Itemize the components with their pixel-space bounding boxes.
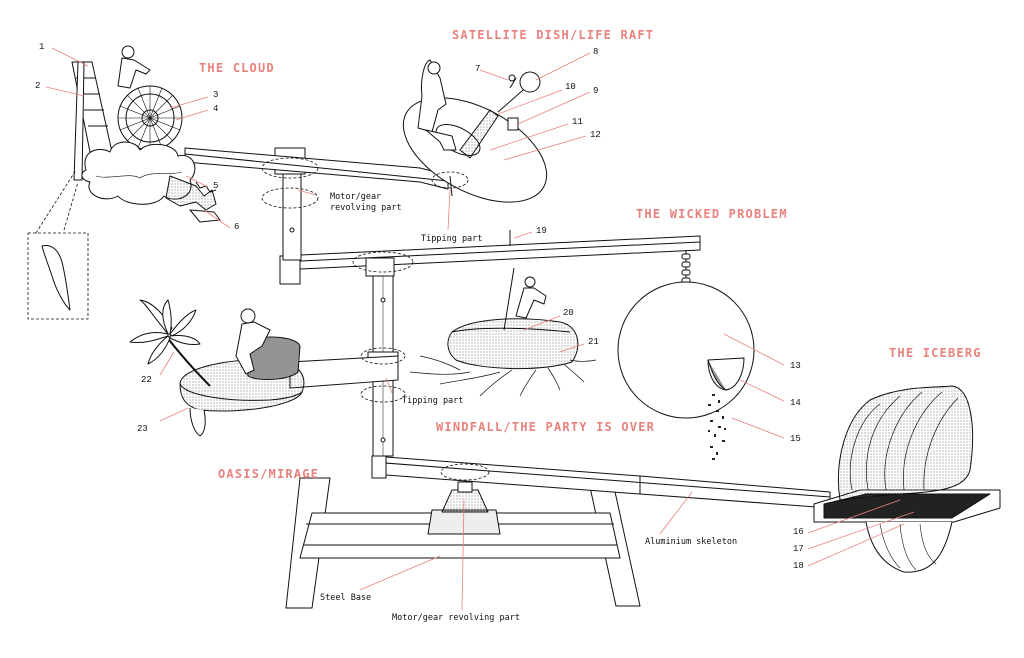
callout-22: 22 [141,375,152,385]
title-wicked-problem: THE WICKED PROBLEM [636,207,788,221]
oasis-island [129,299,305,437]
callout-6: 6 [234,222,240,232]
callout-8: 8 [593,47,599,57]
label-aluminium-skeleton: Aluminium skeleton [645,537,738,547]
label-motor-gear-base: Motor/gear revolving part [392,613,520,623]
label-tipping-part-lower: Tipping part [402,396,464,406]
wicked-beam [279,230,701,285]
title-the-cloud: THE CLOUD [199,61,275,75]
title-oasis-mirage: OASIS/MIRAGE [218,467,320,481]
callout-20: 20 [563,308,574,318]
label-tipping-part-upper: Tipping part [421,234,483,244]
callout-17: 17 [793,544,804,554]
callout-5: 5 [213,181,219,191]
callout-23: 23 [137,424,148,434]
callout-9: 9 [593,86,599,96]
title-windfall: WINDFALL/THE PARTY IS OVER [436,420,656,434]
satellite-dish [402,59,548,203]
leader-lines [45,47,915,611]
cloud-structure [71,45,221,223]
callout-13: 13 [790,361,801,371]
callout-14: 14 [790,398,801,408]
cloud-beam [184,147,449,190]
iceberg [813,385,1001,573]
callout-11: 11 [572,117,583,127]
horn-detail [27,169,89,320]
label-motor-gear-upper-line1: Motor/gear [330,192,382,202]
label-steel-base: Steel Base [320,593,372,603]
title-the-iceberg: THE ICEBERG [889,346,982,360]
label-motor-gear-upper-line2: revolving part [330,203,402,213]
callout-10: 10 [565,82,576,92]
windfall-rock [409,267,597,397]
label-motor-gear-upper: Motor/gear revolving part [330,192,402,214]
callout-19: 19 [536,226,547,236]
title-satellite-dish: SATELLITE DISH/LIFE RAFT [452,28,655,42]
callout-12: 12 [590,130,601,140]
callout-4: 4 [213,104,219,114]
callout-15: 15 [790,434,801,444]
callout-16: 16 [793,527,804,537]
callout-1: 1 [39,42,45,52]
callout-7: 7 [475,64,481,74]
steel-base [285,477,641,609]
callout-2: 2 [35,81,41,91]
callout-3: 3 [213,90,219,100]
wicked-problem-ball [617,250,755,460]
callout-21: 21 [588,337,599,347]
callout-18: 18 [793,561,804,571]
